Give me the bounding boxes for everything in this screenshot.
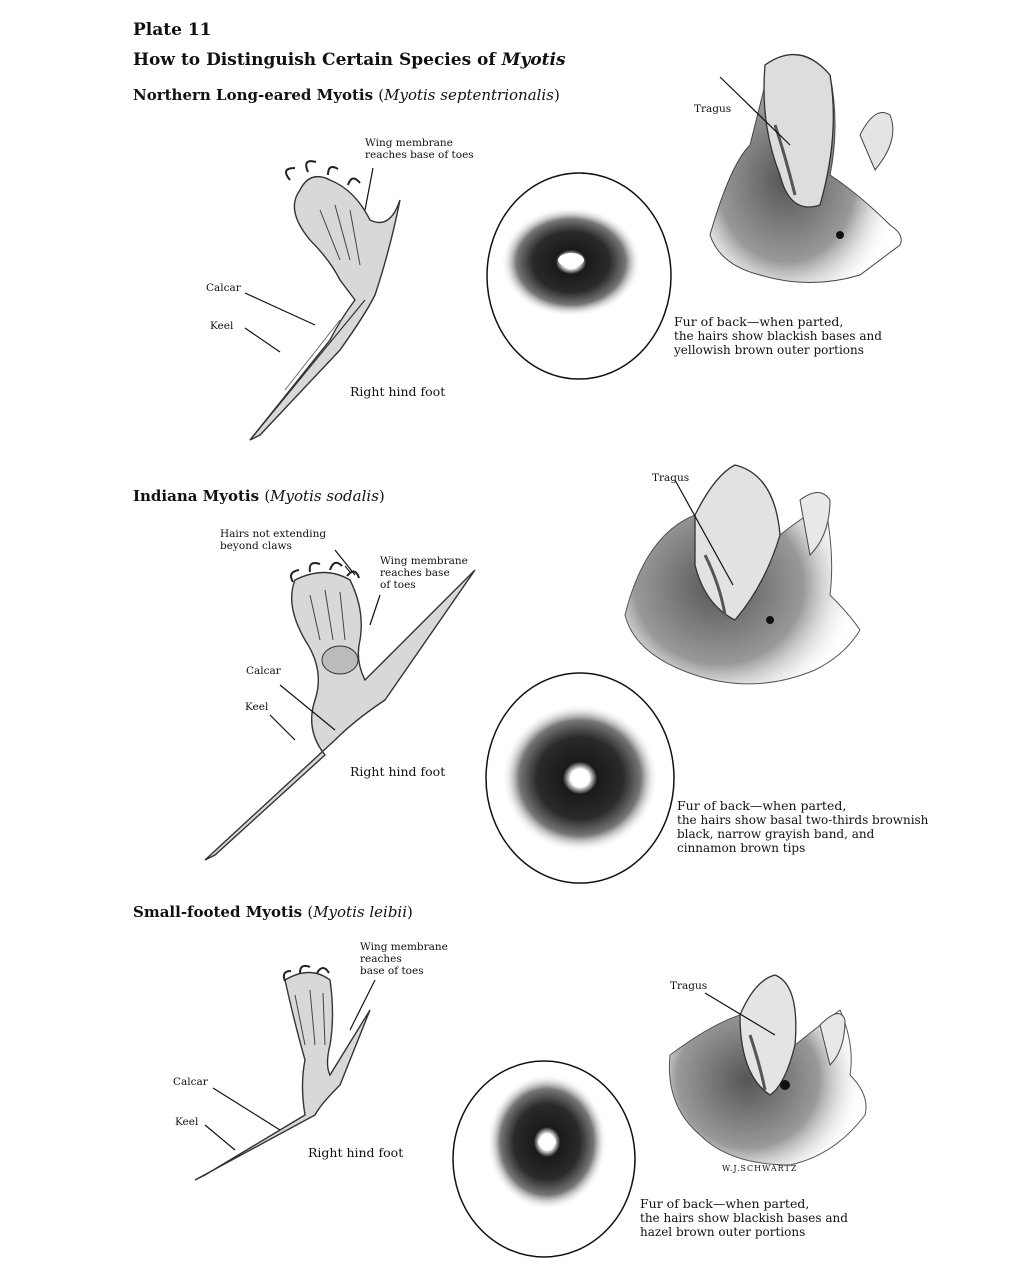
species-common-name: Northern Long-eared Myotis bbox=[133, 86, 374, 104]
plate-title-genus: Myotis bbox=[501, 50, 566, 70]
fur-caption-line: the hairs show blackish bases and bbox=[674, 329, 882, 343]
plate-title-text: How to Distinguish Certain Species of bbox=[133, 50, 502, 70]
label-keel: Keel bbox=[245, 701, 269, 713]
fur-caption-line: cinnamon brown tips bbox=[677, 841, 806, 855]
hind-foot-illustration bbox=[194, 964, 371, 1181]
artist-signature: W.J.SCHWARTZ bbox=[722, 1164, 798, 1173]
species-heading-northern: Northern Long-eared Myotis (Myotis septe… bbox=[133, 86, 560, 104]
species-scientific-name: Myotis sodalis bbox=[270, 487, 379, 505]
plate-title: How to Distinguish Certain Species of My… bbox=[133, 50, 566, 70]
species-common-name: Small-footed Myotis bbox=[133, 903, 303, 921]
species-heading-small-footed: Small-footed Myotis (Myotis leibii) bbox=[133, 903, 413, 921]
label-tragus: Tragus bbox=[694, 103, 732, 115]
label-right-hind-foot: Right hind foot bbox=[350, 384, 446, 399]
label-leader-lines bbox=[269, 549, 381, 741]
fur-caption-line: Fur of back—when parted, bbox=[674, 314, 844, 329]
label-keel: Keel bbox=[210, 320, 234, 332]
fur-caption-line: the hairs show basal two-thirds brownish bbox=[677, 813, 929, 827]
fur-caption-line: yellowish brown outer portions bbox=[674, 343, 864, 357]
fur-caption: Fur of back—when parted, the hairs show … bbox=[677, 798, 929, 856]
label-calcar: Calcar bbox=[173, 1076, 208, 1088]
label-leader-lines bbox=[244, 167, 374, 353]
label-keel: Keel bbox=[175, 1116, 199, 1128]
species-scientific-name: Myotis leibii bbox=[313, 903, 408, 921]
fur-caption-line: black, narrow grayish band, and bbox=[677, 827, 875, 841]
hind-foot-illustration bbox=[204, 561, 476, 861]
bat-head-illustration bbox=[709, 53, 902, 283]
fur-of-back-circle bbox=[485, 672, 675, 884]
label-wing-membrane: Wing membrane reaches base of toes bbox=[360, 941, 448, 977]
label-leader-lines bbox=[204, 979, 376, 1151]
label-tragus: Tragus bbox=[670, 980, 708, 992]
hind-foot-illustration bbox=[249, 160, 401, 441]
fur-of-back-circle bbox=[486, 172, 672, 380]
label-calcar: Calcar bbox=[206, 282, 241, 294]
fur-caption-line: hazel brown outer portions bbox=[640, 1225, 806, 1239]
label-right-hind-foot: Right hind foot bbox=[350, 764, 446, 779]
fur-caption: Fur of back—when parted, the hairs show … bbox=[674, 314, 882, 358]
label-calcar: Calcar bbox=[246, 665, 281, 677]
fur-caption: Fur of back—when parted, the hairs show … bbox=[640, 1196, 848, 1240]
species-scientific-name: Myotis septentrionalis bbox=[384, 86, 554, 104]
fur-caption-line: the hairs show blackish bases and bbox=[640, 1211, 848, 1225]
bat-head-illustration bbox=[668, 974, 867, 1166]
plate-number: Plate 11 bbox=[133, 20, 212, 40]
label-hairs-not-extending: Hairs not extending beyond claws bbox=[220, 528, 327, 552]
label-tragus: Tragus bbox=[652, 472, 690, 484]
label-wing-membrane: Wing membrane reaches base of toes bbox=[380, 555, 468, 591]
label-wing-membrane: Wing membrane reaches base of toes bbox=[365, 137, 474, 161]
fur-caption-line: Fur of back—when parted, bbox=[677, 798, 847, 813]
fur-caption-line: Fur of back—when parted, bbox=[640, 1196, 810, 1211]
species-heading-indiana: Indiana Myotis (Myotis sodalis) bbox=[133, 487, 385, 505]
fur-of-back-circle bbox=[452, 1060, 636, 1258]
bat-head-illustration bbox=[624, 464, 861, 685]
label-right-hind-foot: Right hind foot bbox=[308, 1145, 404, 1160]
species-common-name: Indiana Myotis bbox=[133, 487, 260, 505]
